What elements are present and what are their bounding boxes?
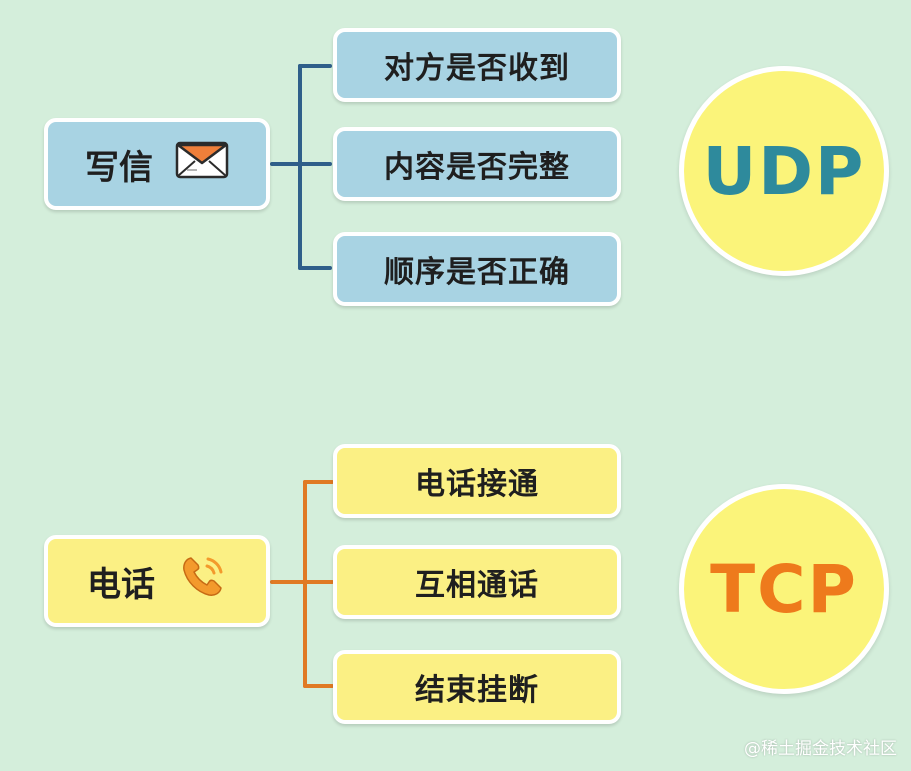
phone-root-label: 电话 bbox=[87, 564, 155, 605]
envelope-icon bbox=[175, 141, 229, 188]
udp-item-order: 顺序是否正确 bbox=[333, 232, 621, 306]
tcp-badge: TCP bbox=[679, 484, 889, 694]
letter-root-node: 写信 bbox=[44, 118, 270, 210]
watermark: @稀土掘金技术社区 bbox=[744, 739, 897, 759]
phone-icon bbox=[177, 552, 227, 611]
tcp-item-label: 互相通话 bbox=[415, 568, 539, 603]
udp-badge: UDP bbox=[679, 66, 889, 276]
tcp-item-label: 电话接通 bbox=[415, 467, 539, 502]
udp-connectors bbox=[270, 64, 332, 270]
tcp-item-hangup: 结束挂断 bbox=[333, 650, 621, 724]
udp-item-label: 顺序是否正确 bbox=[384, 255, 570, 290]
udp-item-complete: 内容是否完整 bbox=[333, 127, 621, 201]
letter-root-label: 写信 bbox=[85, 147, 153, 188]
tcp-item-connect: 电话接通 bbox=[333, 444, 621, 518]
tcp-connectors bbox=[270, 480, 334, 688]
tcp-label: TCP bbox=[710, 550, 858, 628]
tcp-item-label: 结束挂断 bbox=[415, 673, 539, 708]
tcp-item-talk: 互相通话 bbox=[333, 545, 621, 619]
udp-item-received: 对方是否收到 bbox=[333, 28, 621, 102]
phone-root-node: 电话 bbox=[44, 535, 270, 627]
udp-item-label: 对方是否收到 bbox=[384, 51, 570, 86]
udp-label: UDP bbox=[702, 132, 866, 210]
udp-item-label: 内容是否完整 bbox=[384, 150, 570, 185]
